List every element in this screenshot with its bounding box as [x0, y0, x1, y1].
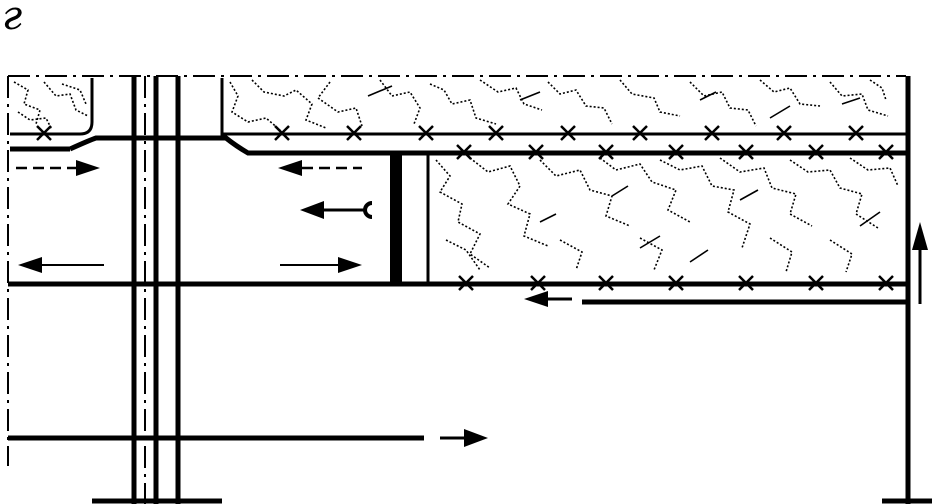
arrow-dashed-left	[278, 160, 362, 176]
right-shaft	[882, 76, 932, 504]
arrow-dashed-right	[16, 160, 100, 176]
support-markers-lower	[458, 275, 894, 291]
arrow-left-lower	[524, 291, 572, 307]
figure-label: г	[2, 0, 23, 39]
fan-arrow-left	[300, 201, 373, 219]
arrow-left	[18, 257, 104, 273]
pillar-left	[10, 78, 94, 136]
arrow-right	[280, 257, 362, 273]
arrow-up-shaft	[912, 222, 928, 304]
roadway-upper	[10, 135, 910, 156]
goaf-area-right	[435, 157, 899, 273]
arrow-right-bottom	[440, 429, 488, 447]
goaf-area-upper	[229, 79, 889, 131]
support-markers-middle	[456, 144, 894, 160]
support-markers-upper	[36, 125, 864, 141]
pillar-center	[220, 78, 910, 136]
vertical-roadway-group	[92, 76, 222, 504]
face-support	[390, 154, 402, 284]
goaf-area-upper-left	[13, 81, 89, 131]
